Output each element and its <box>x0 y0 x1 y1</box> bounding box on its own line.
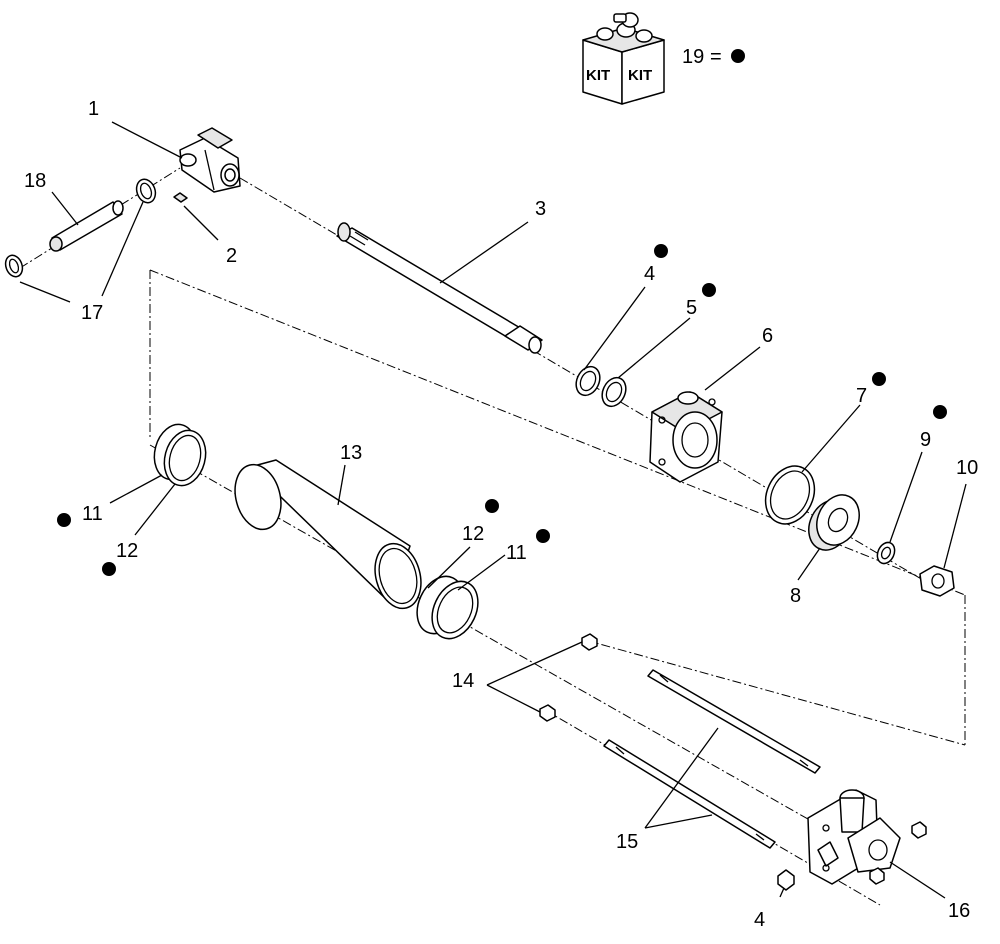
callout-14: 14 <box>452 670 474 692</box>
callout-17: 17 <box>81 302 103 324</box>
kit-legend: 19 = <box>682 46 745 68</box>
kit-dot-part-7 <box>872 372 886 386</box>
callout-3: 3 <box>535 198 546 220</box>
part-1-clevis <box>179 127 241 193</box>
part-17-snap-ring-left <box>4 254 24 278</box>
kit-legend-number: 19 <box>682 46 704 68</box>
kit-dot-part-11-right <box>536 529 550 543</box>
callout-9: 9 <box>920 429 931 451</box>
kit-legend-dot <box>731 49 745 63</box>
callout-2: 2 <box>226 245 237 267</box>
part-8-piston <box>808 494 860 551</box>
kit-dot-part-4 <box>654 244 668 258</box>
part-6-gland <box>649 391 723 483</box>
callout-4-upper: 4 <box>644 263 655 285</box>
kit-marker-dots <box>57 244 947 576</box>
callout-12-left: 12 <box>116 540 138 562</box>
part-5-seal <box>601 376 627 408</box>
callout-4-lower: 4 <box>754 909 765 931</box>
part-2-set-screw <box>173 192 188 203</box>
part-12-11-rings-right <box>416 575 479 640</box>
bottom-nut-right-upper <box>911 821 927 839</box>
callout-10: 10 <box>956 457 978 479</box>
part-10-nut <box>919 565 955 597</box>
part-11-12-rings-left <box>153 423 207 487</box>
kit-box-label-left: KIT <box>586 67 610 84</box>
part-14-nut-lower <box>539 704 556 722</box>
part-15-tie-rod-upper <box>647 669 821 774</box>
kit-box-label-right: KIT <box>628 67 652 84</box>
callout-5: 5 <box>686 297 697 319</box>
part-7-o-ring <box>764 465 816 525</box>
callout-11-left: 11 <box>82 503 103 525</box>
part-14-nut-upper <box>581 633 598 651</box>
part-13-barrel <box>234 459 422 610</box>
leader-lines <box>19 121 967 899</box>
callout-8: 8 <box>790 585 801 607</box>
callout-numbers: 1 2 3 4 5 6 7 8 9 10 11 12 13 12 11 14 1… <box>24 98 978 931</box>
callout-12-right: 12 <box>462 523 484 545</box>
part-16-base-cap <box>807 789 901 885</box>
callout-7: 7 <box>856 385 867 407</box>
callout-6: 6 <box>762 325 773 347</box>
callout-16: 16 <box>948 900 970 922</box>
part-4-seal-upper <box>575 365 601 397</box>
callout-11-right: 11 <box>506 542 527 564</box>
kit-dot-part-11-left <box>57 513 71 527</box>
bottom-nut-right-lower <box>869 867 885 885</box>
part-15-tie-rod-lower <box>603 739 776 849</box>
kit-dot-part-12-right <box>485 499 499 513</box>
kit-dot-part-12-left <box>102 562 116 576</box>
kit-dot-part-9 <box>933 405 947 419</box>
callout-18: 18 <box>24 170 46 192</box>
kit-legend-equals: = <box>710 46 722 68</box>
kit-dot-part-5 <box>702 283 716 297</box>
kit-box-icon: KIT KIT <box>582 12 665 105</box>
part-9-seal <box>876 541 896 565</box>
part-4-nut-lower <box>777 869 795 891</box>
part-18-pin <box>49 200 124 252</box>
callout-13: 13 <box>340 442 362 464</box>
part-17-snap-ring-right <box>135 178 157 204</box>
part-3-piston-rod <box>336 222 543 354</box>
callout-1: 1 <box>88 98 99 120</box>
callout-15: 15 <box>616 831 638 853</box>
